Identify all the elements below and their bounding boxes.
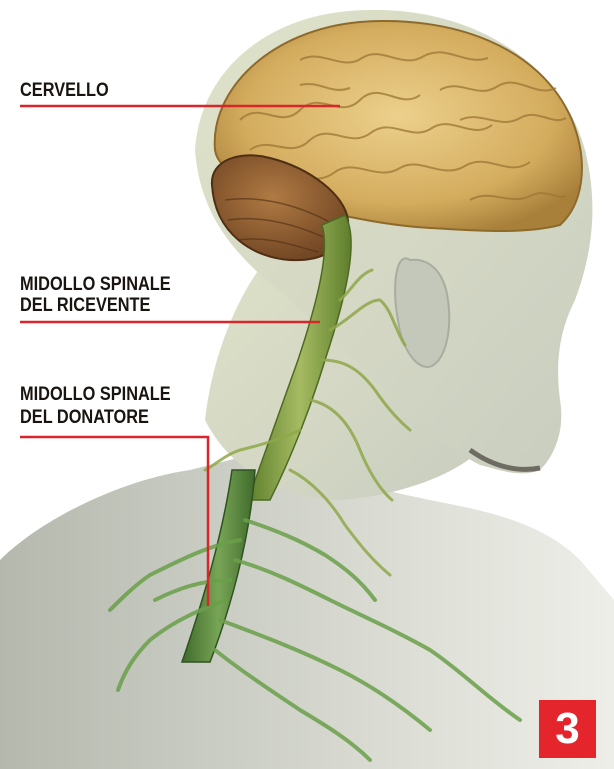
recipient-label-line1: MIDOLLO SPINALE: [20, 274, 171, 295]
brain-label: CERVELLO: [20, 80, 109, 101]
donor-label-line1: MIDOLLO SPINALE: [20, 384, 171, 405]
panel-number-badge: 3: [539, 700, 596, 758]
donor-label-line2: DEL DONATORE: [20, 407, 149, 428]
torso-silhouette: [0, 455, 614, 769]
recipient-label-line2: DEL RICEVENTE: [20, 295, 150, 316]
